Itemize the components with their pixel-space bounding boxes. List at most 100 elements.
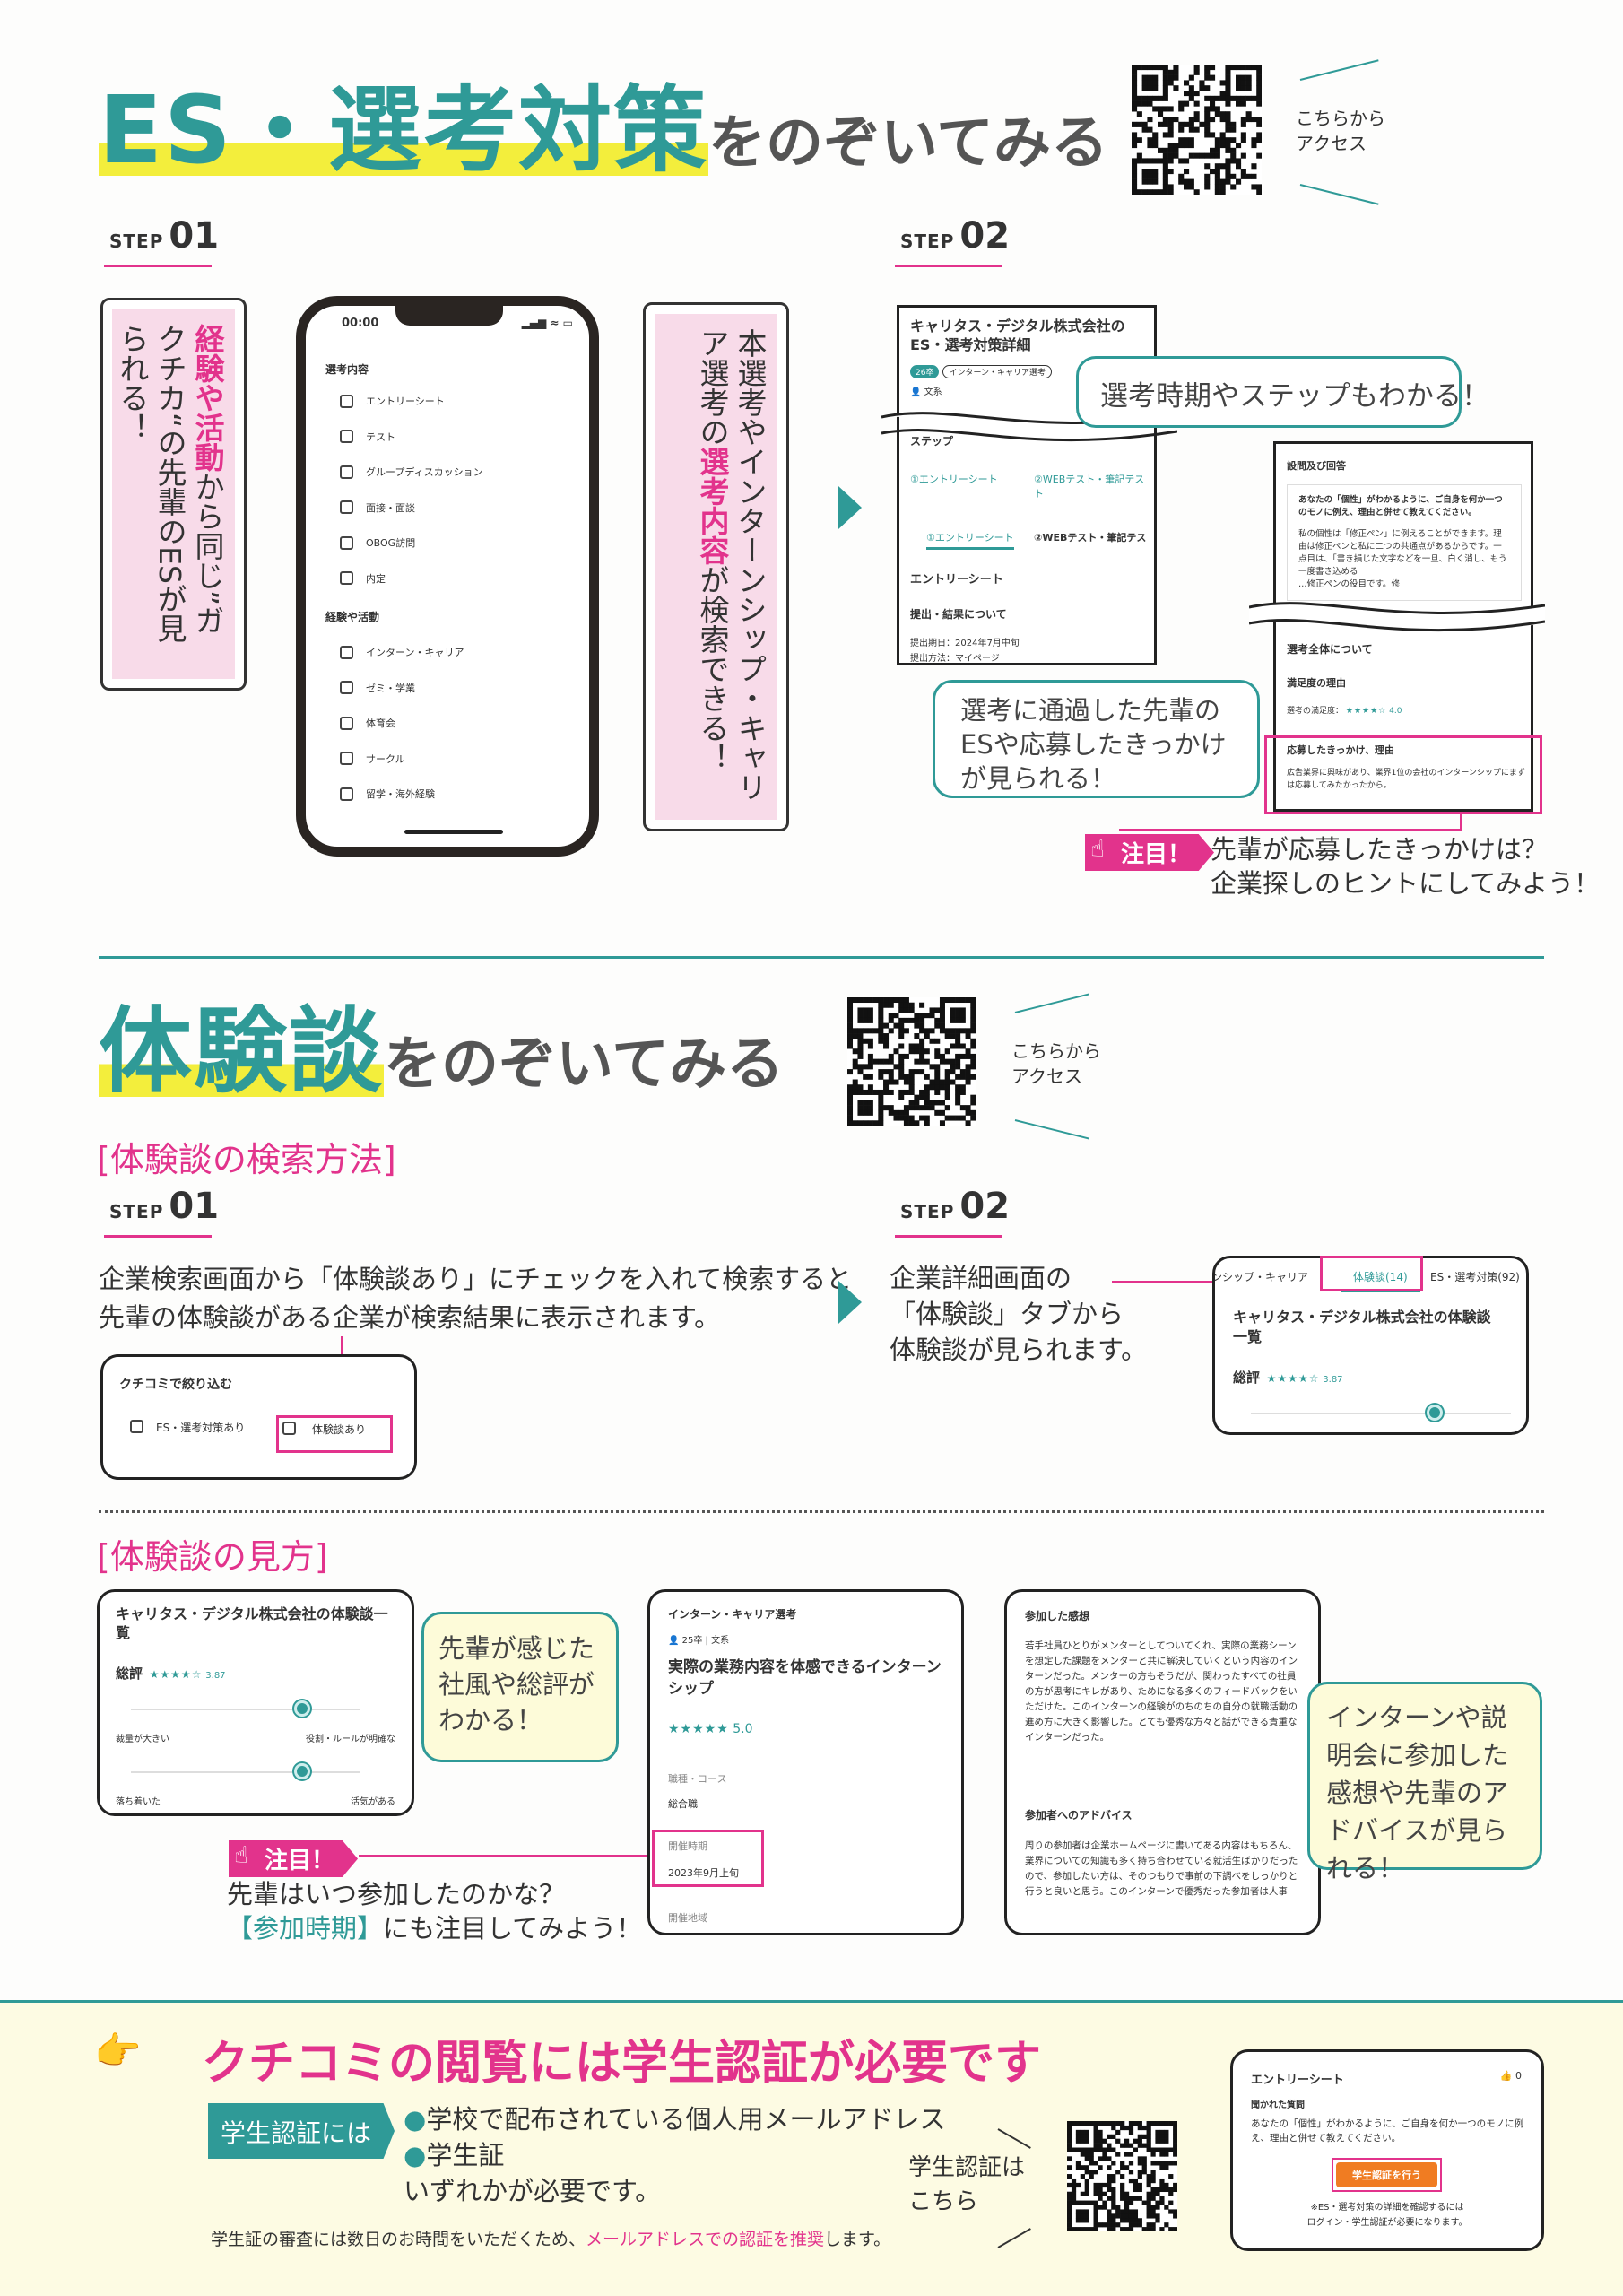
filter-checkbox[interactable]: 留学・海外経験 [340, 787, 573, 801]
qr-code-taikendan[interactable] [847, 997, 976, 1126]
slider-track [1251, 1413, 1511, 1414]
phone-status-icons: ▂▄▆ ≈ ▭ [521, 317, 573, 329]
meta: 25卒 | 文系 [681, 1636, 730, 1646]
callout-search: 本選考やインターンシップ・キャリア選考の選考内容が検索できる！ [643, 302, 789, 831]
star-rating: ★★★★☆ [149, 1668, 203, 1681]
qr-code-es[interactable] [1132, 65, 1262, 195]
advice-text: 周りの参加者は企業ホームページに書いてある内容はもちろん、業界についての知識も多… [1025, 1840, 1298, 1897]
step-link[interactable]: ①エントリーシート [910, 474, 998, 485]
overall-heading: 選考全体について [1287, 643, 1373, 656]
access-line: アクセス [1296, 133, 1367, 154]
like-count[interactable]: 👍 0 [1499, 2070, 1522, 2082]
filter-option-taikendan[interactable]: 体験談あり [282, 1422, 366, 1437]
slider-knob[interactable] [1427, 1405, 1443, 1421]
tab-web-test[interactable]: ②WEBテスト・筆記テス [1034, 532, 1147, 544]
filter-checkbox[interactable]: テスト [340, 430, 573, 444]
step1-description: 企業検索画面から「体験談あり」にチェックを入れて検索すると先輩の体験談がある企業… [99, 1264, 853, 1333]
connector-line [1460, 813, 1462, 831]
highlight-box [1264, 735, 1542, 814]
auth-qr-label: 学生認証はこちら [908, 2154, 1026, 2215]
tab-entry-sheet[interactable]: ①エントリーシート [926, 530, 1014, 550]
filter-checkbox[interactable]: ゼミ・学業 [340, 681, 573, 695]
checkbox-label: インターン・キャリア [366, 647, 464, 658]
filter-option-es[interactable]: ES・選考対策あり [130, 1420, 247, 1435]
highlight-box [652, 1830, 764, 1887]
course-label: 職種・コース [668, 1773, 727, 1785]
auth-tag: 学生認証には [208, 2103, 395, 2159]
reason-heading: 応募したきっかけ、理由 [1287, 744, 1395, 756]
checkbox-label: テスト [366, 430, 395, 443]
filter-checkbox[interactable]: サークル [340, 752, 573, 766]
filter-checkbox[interactable]: 面接・面談 [340, 500, 573, 515]
answer: 私の個性は「修正ペン」に例えることができます。理由は修正ペンと私に二つの共通点が… [1298, 529, 1507, 577]
step2-description: 企業詳細画面の「体験談」タブから体験談が見られます。 [890, 1263, 1148, 1365]
shot-title: キャリタス・デジタル株式会社のES・選考対策詳細 [910, 317, 1125, 353]
filter-checkbox[interactable]: インターン・キャリア [340, 645, 573, 659]
section2-title-sub: をのぞいてみる [384, 1031, 785, 1098]
checkbox-label: エントリーシート [366, 396, 445, 407]
category: インターン・キャリア選考 [668, 1608, 797, 1621]
attention-badge: ☝注目！ [229, 1840, 359, 1877]
attention-text: 先輩が応募したきっかけは？企業探しのヒントにしてみよう！ [1211, 834, 1601, 899]
divider-line [1299, 59, 1379, 81]
faculty: 文系 [924, 387, 942, 397]
impression-text: 若手社員ひとりがメンターとしてついてくれ、実際の業務シーンを想定した課題をメンタ… [1025, 1640, 1298, 1743]
divider-line [1014, 1119, 1089, 1140]
divider-line [1014, 993, 1089, 1013]
filter-checkbox[interactable]: エントリーシート [340, 394, 573, 408]
auth-card-note: ※ES・選考対策の詳細を確認するにはログイン・学生認証が必要になります。 [1306, 2203, 1468, 2228]
callout-impressions: インターンや説明会に参加した感想や先輩のアドバイスが見られる！ [1307, 1682, 1542, 1883]
auth-note: 学生証の審査には数日のお時間をいただくため、メールアドレスでの認証を推奨します。 [211, 2230, 891, 2249]
es-answer-screenshot: 設問及び回答 あなたの「個性」がわかるように、ご自身を何か一つのモノに例え、理由… [1249, 441, 1545, 812]
course-value: 総合職 [668, 1798, 698, 1810]
filter-checkbox[interactable]: グループディスカッション [340, 465, 573, 479]
callout-gakuchika: 経験や活動から同じ”ガクチカ“の先輩のESが見られる！ [100, 298, 247, 691]
star-rating: ★★★★☆ [1345, 707, 1387, 716]
satisfaction-value: 4.0 [1389, 707, 1402, 716]
step-link[interactable]: ②WEBテスト・筆記テスト [1034, 474, 1145, 500]
period-value: 2023年9月上旬 [668, 1867, 739, 1879]
filter-checkbox[interactable]: OBOG訪問 [340, 535, 573, 550]
highlight-box [1320, 1256, 1423, 1292]
filter-section-heading: 経験や活動 [325, 611, 380, 623]
question: あなたの「個性」がわかるように、ご自身を何か一つのモノに例え、理由と併せて教えて… [1298, 495, 1503, 517]
card-title: キャリタス・デジタル株式会社の体験談一覧 [1233, 1309, 1491, 1345]
year-badge: 26卒 [910, 365, 940, 378]
arrow-right-icon [838, 1281, 862, 1324]
experience-comments-card: 参加した感想 若手社員ひとりがメンターとしてついてくれ、実際の業務シーンを想定し… [1004, 1589, 1321, 1935]
filter-checkbox[interactable]: 体育会 [340, 716, 573, 730]
reason-text: 広告業界に興味があり、業界1位の会社のインターンシップにまずは応募してみたかった… [1287, 769, 1525, 790]
pointing-hand-icon: 👉 [94, 2029, 142, 2073]
card-title: エントリーシート [1251, 2074, 1344, 2087]
access-line: こちらから [1296, 108, 1385, 129]
area-label: 開催地域 [668, 1912, 707, 1924]
section-divider [99, 956, 1544, 959]
checkbox-label: グループディスカッション [366, 466, 483, 478]
connector-line [1119, 829, 1462, 831]
callout-culture: 先輩が感じた社風や総評がわかる！ [421, 1612, 619, 1762]
step-heading: ステップ [910, 435, 954, 448]
phone-time: 00:00 [342, 317, 379, 330]
connector-line [359, 1855, 647, 1857]
slider-label-left: 落ち着いた [116, 1797, 161, 1807]
tab-es[interactable]: ES・選考対策(92) [1430, 1271, 1520, 1283]
card-title: 実際の業務内容を体感できるインターンシップ [668, 1658, 942, 1698]
impression-heading: 参加した感想 [1025, 1610, 1090, 1622]
advice-heading: 参加者へのアドバイス [1025, 1809, 1133, 1822]
filter-section-heading: 選考内容 [325, 363, 369, 376]
phone-mockup: 00:00 ▂▄▆ ≈ ▭ 選考内容 エントリーシートテストグループディスカッシ… [296, 296, 599, 857]
tab-internship[interactable]: ンシップ・キャリア [1212, 1271, 1309, 1283]
section2-title: 体験談をのぞいてみる [99, 996, 785, 1106]
experience-detail-card: インターン・キャリア選考 👤 25卒 | 文系 実際の業務内容を体感できるインタ… [647, 1589, 964, 1935]
dotted-divider [99, 1510, 1544, 1513]
student-auth-button[interactable]: 学生認証を行う [1336, 2162, 1437, 2187]
slider-knob[interactable] [294, 1763, 311, 1779]
checkbox-label: OBOG訪問 [366, 537, 416, 549]
answer-tail: …修正ペンの役目です。修 [1298, 579, 1401, 589]
slider-knob[interactable] [294, 1700, 311, 1717]
filter-checkbox[interactable]: 内定 [340, 571, 573, 586]
access-label: こちらからアクセス [1296, 106, 1385, 156]
qr-code-auth[interactable] [1067, 2121, 1177, 2231]
